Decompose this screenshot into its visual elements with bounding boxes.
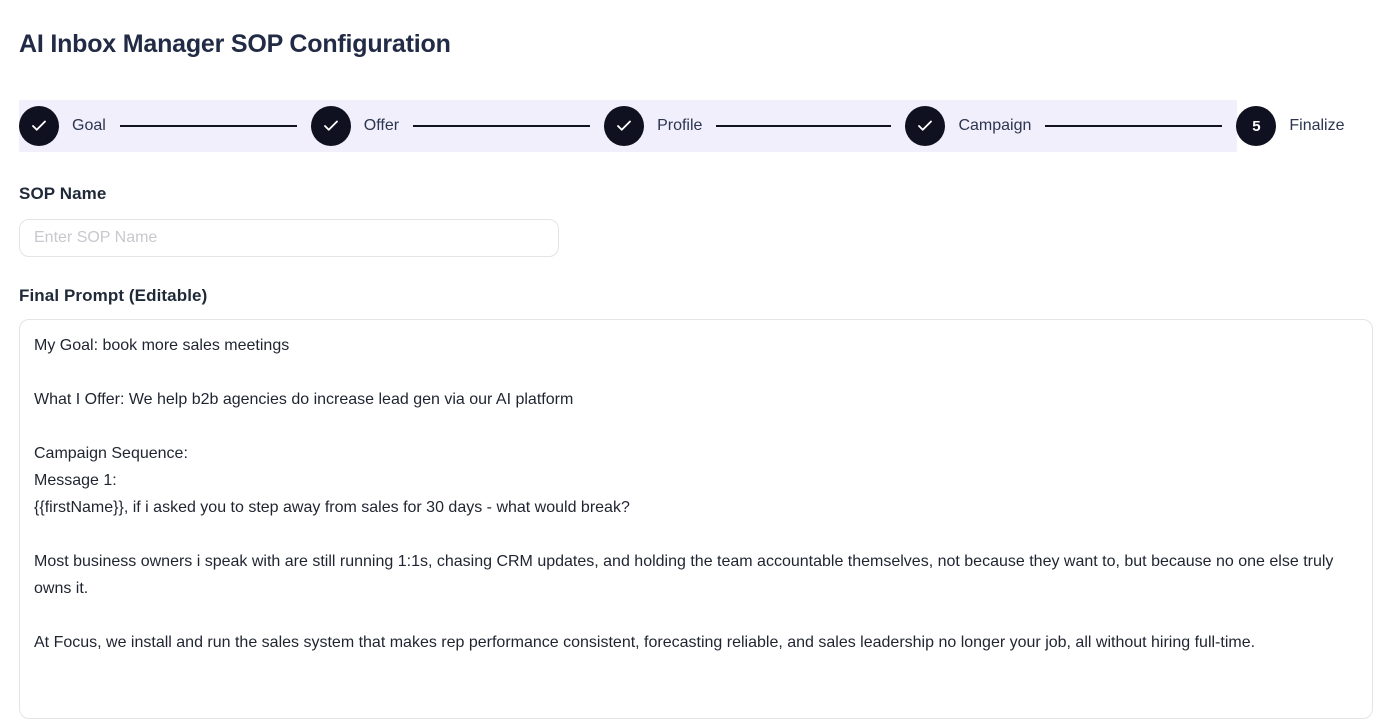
stepper-step-goal[interactable]: Goal (19, 106, 106, 146)
step-status-circle-goal (19, 106, 59, 146)
final-prompt-textarea[interactable] (19, 319, 1373, 719)
step-label-offer: Offer (363, 117, 400, 134)
stepper-step-offer[interactable]: Offer (310, 106, 400, 146)
step-status-circle-finalize: 5 (1236, 106, 1277, 146)
check-icon (916, 117, 934, 135)
page-title: AI Inbox Manager SOP Configuration (19, 30, 451, 58)
step-status-circle-offer (310, 106, 351, 146)
check-icon (322, 117, 340, 135)
stepper: Goal Offer (19, 100, 1373, 152)
stepper-connector-1 (119, 125, 297, 127)
stepper-connector-3 (716, 125, 892, 127)
step-status-circle-profile (604, 106, 645, 146)
check-icon (30, 117, 48, 135)
stepper-connector-2 (413, 125, 591, 127)
stepper-connector-4 (1045, 125, 1223, 127)
step-status-circle-campaign (905, 106, 946, 146)
step-label-finalize: Finalize (1289, 117, 1345, 134)
final-prompt-label: Final Prompt (Editable) (19, 286, 208, 305)
step-label-goal: Goal (72, 117, 106, 134)
step-label-campaign: Campaign (958, 117, 1032, 134)
check-icon (615, 117, 633, 135)
stepper-step-finalize[interactable]: 5 Finalize (1236, 106, 1345, 146)
sop-configuration-page: AI Inbox Manager SOP Configuration Goal (19, 30, 1373, 719)
stepper-background: Goal Offer (19, 100, 1345, 152)
stepper-step-profile[interactable]: Profile (604, 106, 702, 146)
stepper-step-campaign[interactable]: Campaign (905, 106, 1031, 146)
sop-name-input[interactable] (19, 219, 559, 257)
step-label-profile: Profile (657, 117, 703, 134)
sop-name-label: SOP Name (19, 184, 107, 203)
